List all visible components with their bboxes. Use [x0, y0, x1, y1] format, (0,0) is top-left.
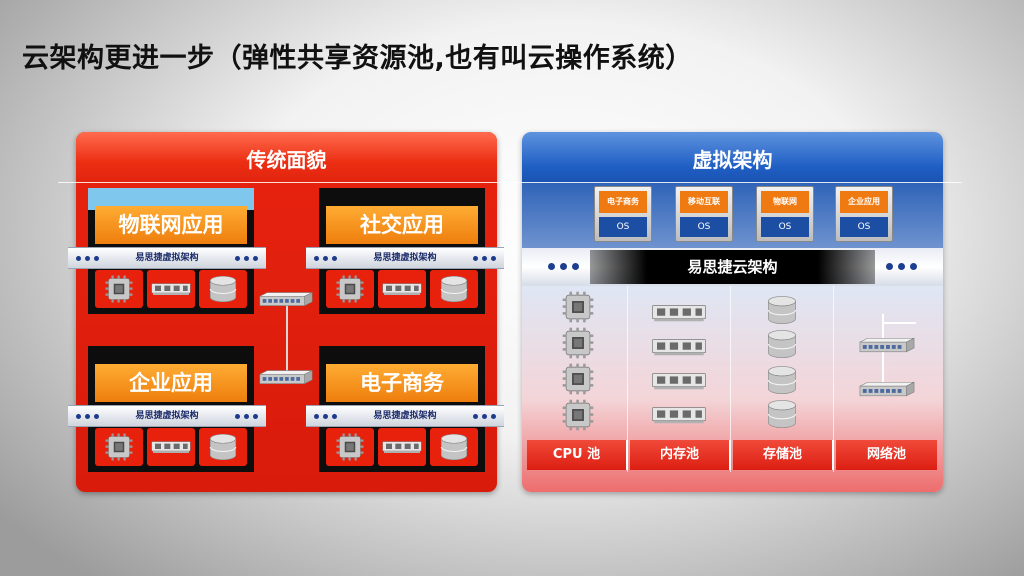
app-label-social: 社交应用 [326, 206, 478, 244]
traditional-panel: 传统面貌 物联网应用 社交应用 企业应用 电子商务 [76, 132, 497, 492]
memory-pool-label: 内存池 [630, 440, 731, 470]
cloud-architecture-label: 易思捷云架构 [590, 250, 875, 284]
cpu-chip-icon [104, 274, 134, 304]
storage-disk-icon [765, 328, 799, 360]
storage-pool-label: 存储池 [733, 440, 834, 470]
memory-module-icon [151, 281, 191, 297]
storage-disk-icon [765, 294, 799, 326]
memory-module-icon [151, 439, 191, 455]
storage-disk-icon [208, 432, 238, 462]
memory-module-icon [648, 336, 710, 358]
resource-row [95, 428, 247, 466]
network-switch-icon [258, 368, 314, 388]
virtualization-bar: 易思捷虚拟架构 [68, 247, 266, 269]
cpu-chip-icon [335, 432, 365, 462]
network-line [882, 322, 916, 324]
virtualization-bar: 易思捷虚拟架构 [306, 247, 504, 269]
vm-card: 移动互联 OS [675, 186, 733, 242]
traditional-panel-title: 传统面貌 [246, 148, 327, 172]
divider-line [58, 182, 962, 183]
virtual-panel: 虚拟架构 电子商务 OS 移动互联 OS 物联网 OS 企业应用 OS 易思捷云… [522, 132, 943, 492]
virtualization-bar: 易思捷虚拟架构 [306, 405, 504, 427]
vm-card: 企业应用 OS [835, 186, 893, 242]
cpu-chip-icon [561, 326, 595, 360]
resource-row [95, 270, 247, 308]
cpu-chip-icon [335, 274, 365, 304]
cpu-chip-icon [561, 398, 595, 432]
app-label-enterprise: 企业应用 [95, 364, 247, 402]
cpu-chip-icon [104, 432, 134, 462]
storage-disk-icon [208, 274, 238, 304]
virtual-panel-header: 虚拟架构 [522, 132, 943, 182]
resource-pool-area: CPU 池 内存池 存储池 网络池 [522, 286, 943, 492]
network-switch-icon [858, 380, 916, 400]
storage-pool [733, 286, 834, 472]
memory-pool [630, 286, 731, 472]
storage-disk-icon [765, 364, 799, 396]
cloud-architecture-bar: 易思捷云架构 [522, 248, 943, 286]
traditional-panel-header: 传统面貌 [76, 132, 497, 182]
storage-disk-icon [439, 274, 469, 304]
cpu-pool-label: CPU 池 [527, 440, 628, 470]
memory-module-icon [382, 281, 422, 297]
network-switch-icon [258, 290, 314, 310]
resource-row [326, 270, 478, 308]
slide-title: 云架构更进一步（弹性共享资源池,也有叫云操作系统） [22, 43, 693, 74]
memory-module-icon [382, 439, 422, 455]
cpu-pool [527, 286, 628, 472]
network-line [882, 314, 884, 392]
app-label-iot: 物联网应用 [95, 206, 247, 244]
cpu-chip-icon [561, 362, 595, 396]
vm-card: 电子商务 OS [594, 186, 652, 242]
network-pool-label: 网络池 [836, 440, 937, 470]
app-label-ecommerce: 电子商务 [326, 364, 478, 402]
cpu-chip-icon [561, 290, 595, 324]
storage-disk-icon [765, 398, 799, 430]
resource-row [326, 428, 478, 466]
memory-module-icon [648, 302, 710, 324]
storage-disk-icon [439, 432, 469, 462]
connector-line [286, 300, 288, 376]
network-switch-icon [858, 336, 916, 356]
virtual-panel-title: 虚拟架构 [692, 148, 773, 172]
app-box-iot: 物联网应用 [88, 188, 254, 314]
memory-module-icon [648, 370, 710, 392]
memory-module-icon [648, 404, 710, 426]
vm-card: 物联网 OS [756, 186, 814, 242]
virtualization-bar: 易思捷虚拟架构 [68, 405, 266, 427]
network-pool [836, 286, 937, 472]
